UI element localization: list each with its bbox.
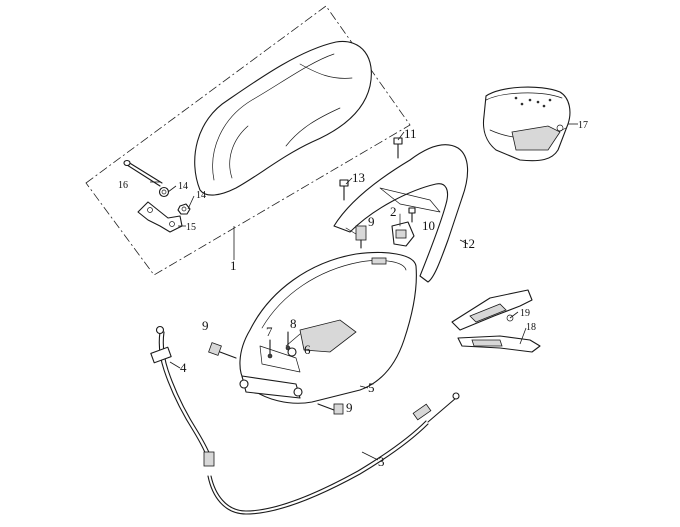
rear-carrier xyxy=(333,144,469,283)
top-box xyxy=(482,86,571,162)
seat-latch-2 xyxy=(391,213,415,247)
grab-handle-18 xyxy=(457,314,541,353)
seat xyxy=(194,40,372,196)
callout-17: 17 xyxy=(578,120,588,131)
callout-14b: 14 xyxy=(196,190,206,201)
part-15-bracket xyxy=(137,201,183,233)
callout-10: 10 xyxy=(422,218,435,233)
callout-8: 8 xyxy=(290,316,297,331)
part-10 xyxy=(408,207,416,223)
callout-15: 15 xyxy=(186,222,196,233)
callout-7: 7 xyxy=(266,324,273,339)
callout-14a: 14 xyxy=(178,181,188,192)
part-9-bottom xyxy=(317,403,344,415)
callout-12: 12 xyxy=(462,236,475,251)
callout-4: 4 xyxy=(180,360,187,375)
callout-19: 19 xyxy=(520,308,530,319)
callout-3: 3 xyxy=(378,454,385,469)
callout-5: 5 xyxy=(368,380,375,395)
part-14-nut-a xyxy=(158,186,170,198)
callout-9-left: 9 xyxy=(202,318,209,333)
callout-13: 13 xyxy=(352,170,365,185)
grab-handle-19 xyxy=(451,289,533,331)
cable-4 xyxy=(150,325,215,467)
part-9-left xyxy=(208,342,237,359)
callout-11: 11 xyxy=(404,126,417,141)
part-14-nut-b xyxy=(177,203,191,215)
part-16-rod xyxy=(123,159,163,187)
callout-18: 18 xyxy=(526,322,536,333)
part-9-upper xyxy=(355,225,367,249)
part-6 xyxy=(287,347,297,357)
callout-2: 2 xyxy=(390,204,397,219)
callout-1: 1 xyxy=(230,258,237,273)
bolt-11 xyxy=(393,137,403,159)
storage-box xyxy=(239,251,417,404)
leader-lines xyxy=(150,123,578,461)
bolt-13 xyxy=(339,179,349,201)
callout-9-bottom: 9 xyxy=(346,400,353,415)
seat-group-boundary xyxy=(85,5,411,276)
callout-9-upper: 9 xyxy=(368,214,375,229)
bolt-7 xyxy=(267,339,273,359)
callout-6: 6 xyxy=(304,342,311,357)
cable-3 xyxy=(207,392,460,515)
callout-16: 16 xyxy=(118,180,128,191)
